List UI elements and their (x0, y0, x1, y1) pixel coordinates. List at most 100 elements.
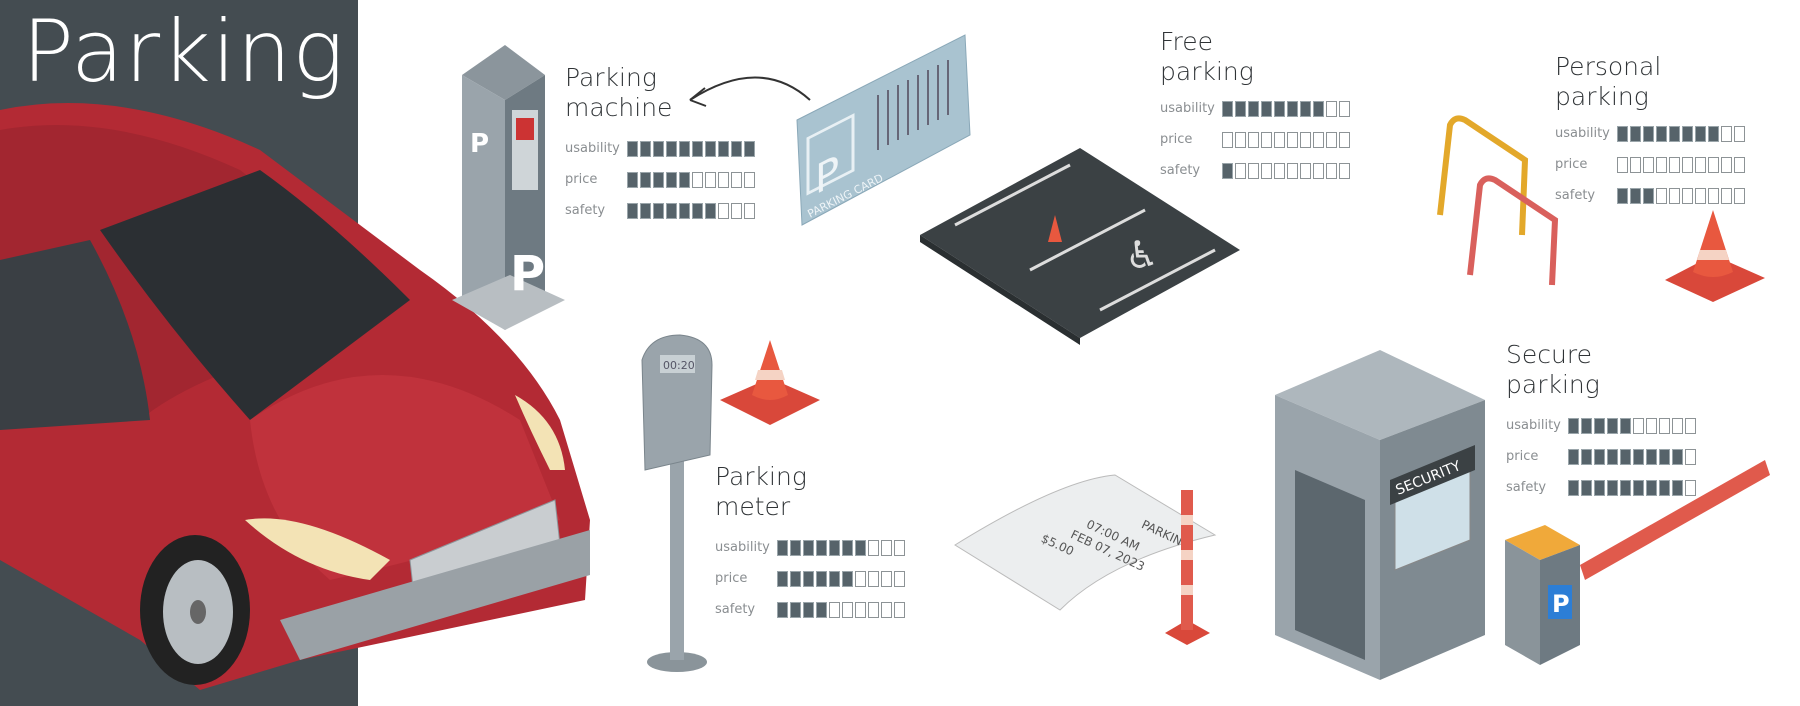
security-booth-illustration: SECURITY (1275, 350, 1485, 680)
rating-label: price (1160, 132, 1193, 147)
rating-cell-filled (1568, 479, 1579, 496)
rating-cell-empty (731, 171, 742, 188)
rating-cell-filled (1633, 479, 1644, 496)
rating-cell-empty (744, 202, 755, 219)
rating-cell-empty (894, 539, 905, 556)
rating-cell-empty (1326, 100, 1337, 117)
rating-row-usability: usability (1506, 410, 1696, 441)
parking-machine-illustration: P P (452, 45, 565, 330)
rating-cell-empty (1633, 417, 1644, 434)
rating-cell-empty (1695, 187, 1706, 204)
rating-cell-filled (1607, 417, 1618, 434)
rating-cell-filled (640, 202, 651, 219)
rating-cell-filled (1617, 187, 1628, 204)
rating-cell-empty (1261, 162, 1272, 179)
rating-cell-filled (803, 539, 814, 556)
rating-label: usability (1160, 101, 1215, 116)
rating-cell-filled (1222, 162, 1233, 179)
rating-cell-filled (692, 202, 703, 219)
rating-bar (1222, 131, 1350, 148)
rating-cell-filled (1646, 479, 1657, 496)
rating-cell-empty (1326, 131, 1337, 148)
rating-bar (1568, 479, 1696, 496)
rating-cell-empty (1248, 162, 1259, 179)
rating-label: usability (1555, 126, 1610, 141)
wheelchair-icon: ♿ (1125, 233, 1159, 277)
rating-label: usability (1506, 418, 1561, 433)
parking-meter-illustration: 00:20 (641, 334, 713, 672)
rating-label: safety (1506, 480, 1547, 495)
rating-bar (1222, 100, 1350, 117)
rating-cell-filled (1643, 125, 1654, 142)
rating-cell-filled (1620, 479, 1631, 496)
rating-cell-empty (744, 171, 755, 188)
rating-label: price (715, 571, 748, 586)
rating-row-price: price (1160, 124, 1350, 155)
rating-cell-filled (1620, 448, 1631, 465)
rating-row-usability: usability (565, 133, 755, 164)
rating-cell-empty (868, 570, 879, 587)
rating-cell-filled (627, 140, 638, 157)
rating-cell-filled (1313, 100, 1324, 117)
rating-cell-empty (894, 570, 905, 587)
rating-row-safety: safety (1506, 472, 1696, 503)
rating-cell-filled (1607, 448, 1618, 465)
rating-cell-empty (1672, 417, 1683, 434)
rating-bar (1617, 125, 1745, 142)
rating-cell-filled (1235, 100, 1246, 117)
rating-cell-empty (1339, 131, 1350, 148)
rating-cell-empty (1313, 131, 1324, 148)
parking-ticket-illustration: PARKING 07:00 AM FEB 07, 2023 $5.00 (954, 474, 1217, 611)
rating-cell-filled (1300, 100, 1311, 117)
rating-cell-filled (1695, 125, 1706, 142)
rating-label: safety (1160, 163, 1201, 178)
rating-cell-empty (1682, 156, 1693, 173)
rating-cell-filled (640, 140, 651, 157)
rating-cell-empty (1287, 162, 1298, 179)
rating-cell-empty (1708, 156, 1719, 173)
rating-cell-filled (1630, 187, 1641, 204)
rating-cell-filled (1274, 100, 1285, 117)
rating-cell-empty (1734, 125, 1745, 142)
rating-label: price (1506, 449, 1539, 464)
rating-cell-filled (679, 202, 690, 219)
traffic-cone-icon (1665, 210, 1765, 302)
rating-cell-empty (1685, 417, 1696, 434)
rating-cell-empty (881, 570, 892, 587)
rating-cell-empty (881, 601, 892, 618)
rating-cell-filled (666, 171, 677, 188)
rating-row-price: price (715, 563, 905, 594)
rating-cell-empty (1339, 162, 1350, 179)
personal-parking-barriers-illustration (1437, 115, 1559, 286)
rating-cell-empty (1685, 448, 1696, 465)
rating-cell-filled (1659, 448, 1670, 465)
rating-cell-empty (1695, 156, 1706, 173)
rating-cell-filled (1646, 448, 1657, 465)
rating-cell-empty (1656, 156, 1667, 173)
rating-cell-filled (790, 601, 801, 618)
rating-cell-empty (1287, 131, 1298, 148)
rating-cell-filled (842, 539, 853, 556)
rating-cell-filled (1581, 448, 1592, 465)
rating-cell-empty (1222, 131, 1233, 148)
rating-label: price (565, 172, 598, 187)
rating-cell-empty (1721, 125, 1732, 142)
red-car-illustration (0, 103, 590, 691)
rating-cell-filled (627, 202, 638, 219)
rating-cell-empty (692, 171, 703, 188)
rating-cell-empty (1235, 131, 1246, 148)
rating-cell-filled (1643, 187, 1654, 204)
bollard-icon (1165, 490, 1210, 645)
rating-cell-filled (653, 202, 664, 219)
rating-cell-empty (705, 171, 716, 188)
rating-bar (627, 140, 755, 157)
rating-cell-filled (1682, 125, 1693, 142)
rating-cell-filled (653, 140, 664, 157)
rating-cell-empty (1708, 187, 1719, 204)
rating-cell-filled (653, 171, 664, 188)
rating-cell-empty (1646, 417, 1657, 434)
rating-cell-filled (816, 601, 827, 618)
